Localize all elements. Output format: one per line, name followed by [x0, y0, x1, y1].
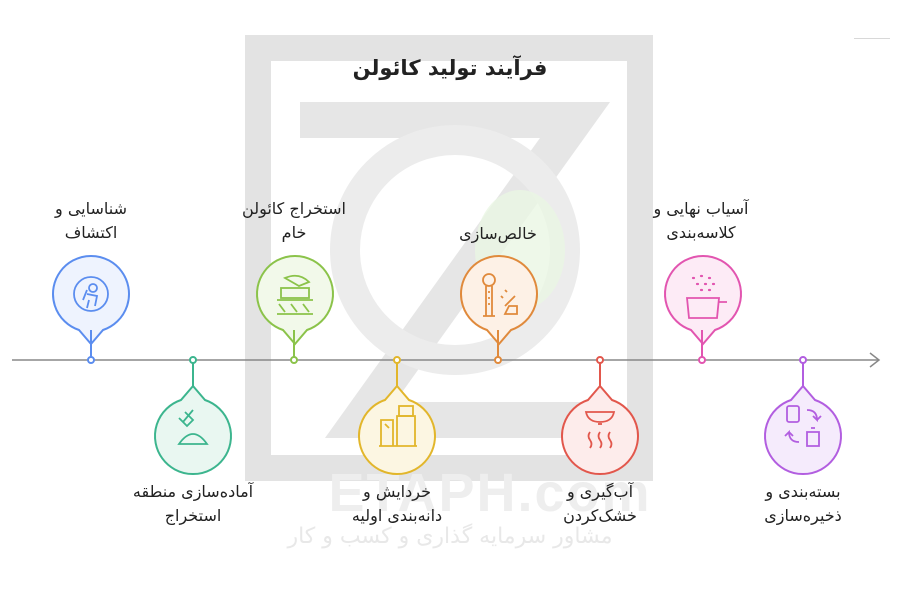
- lab-purification-icon: [460, 254, 538, 346]
- step-3-dot: [290, 356, 298, 364]
- step-2-label: آماده‌سازی منطقه استخراج: [132, 482, 254, 525]
- step-1-label: شناسایی و اکتشاف: [55, 199, 127, 242]
- step-5-label: خالص‌سازی: [459, 224, 537, 243]
- step-8-label: بسته‌بندی و ذخیره‌سازی: [764, 482, 842, 525]
- package-exchange-icon: [764, 384, 842, 476]
- step-7-dot: [698, 356, 706, 364]
- step-3-stem: [293, 330, 295, 360]
- step-3-label: استخراج کائولن خام: [242, 199, 346, 242]
- step-4-label: خردایش و دانه‌بندی اولیه: [351, 482, 443, 525]
- step-1-stem: [90, 330, 92, 360]
- map-pin-person-icon: [52, 254, 130, 346]
- step-1-marker: [51, 254, 131, 350]
- top-right-divider: [854, 38, 890, 39]
- step-8-stem: [802, 362, 804, 388]
- page-title: فرآیند تولید کائولن: [352, 56, 548, 80]
- step-2-marker: [153, 380, 233, 476]
- step-4-stem: [396, 362, 398, 388]
- step-5-marker: [459, 254, 539, 350]
- mining-machine-icon: [256, 254, 334, 346]
- step-3-marker: [255, 254, 335, 350]
- step-4-marker: [357, 380, 437, 476]
- step-2-stem: [192, 362, 194, 388]
- crusher-icon: [358, 384, 436, 476]
- step-6-label: آب‌گیری و خشک‌کردن: [563, 482, 637, 525]
- step-6-stem: [599, 362, 601, 388]
- step-5-stem: [497, 330, 499, 360]
- sieve-pot-icon: [664, 254, 742, 346]
- step-6-marker: [560, 380, 640, 476]
- step-7-stem: [701, 330, 703, 360]
- step-5-dot: [494, 356, 502, 364]
- step-7-label: آسیاب نهایی و کلاسه‌بندی: [653, 199, 749, 242]
- step-8-marker: [763, 380, 843, 476]
- shovel-dirt-icon: [154, 384, 232, 476]
- step-1-dot: [87, 356, 95, 364]
- drying-heat-icon: [561, 384, 639, 476]
- step-7-marker: [663, 254, 743, 350]
- watermark-tagline: مشاور سرمایه گذاری و کسب و کار: [287, 524, 613, 549]
